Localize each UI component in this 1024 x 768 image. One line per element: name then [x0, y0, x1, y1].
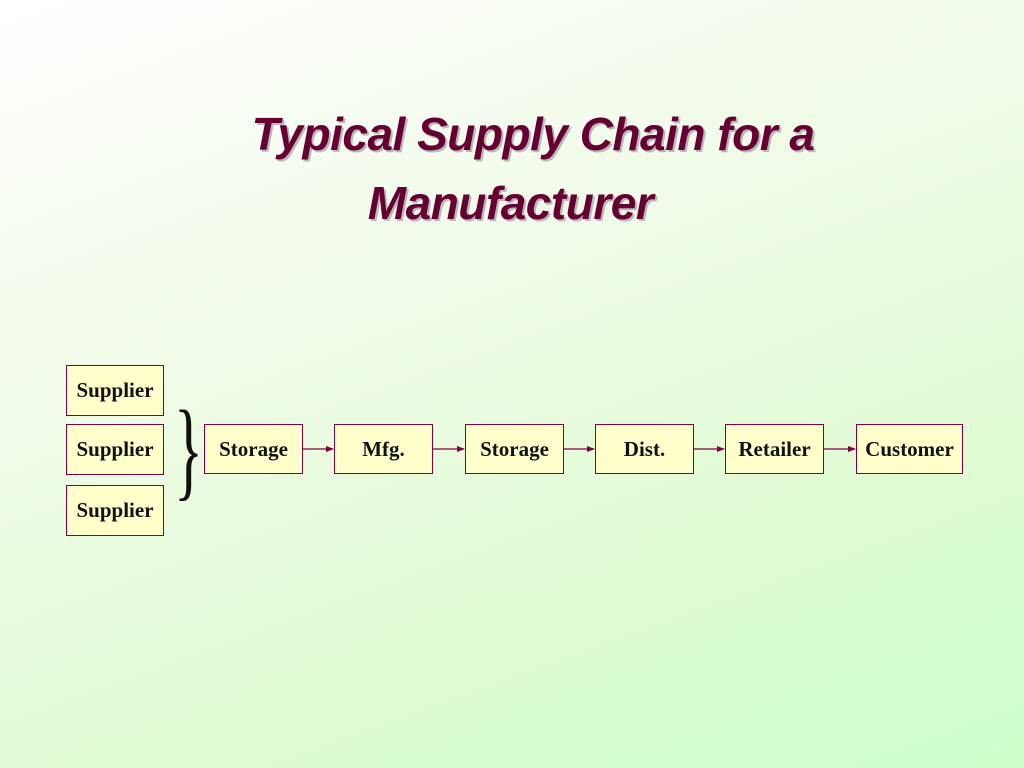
- storage-box-2: Storage: [465, 424, 564, 474]
- supplier-box-3: Supplier: [66, 485, 164, 536]
- supplier-box-1: Supplier: [66, 365, 164, 416]
- supplier-box-2: Supplier: [66, 424, 164, 475]
- retailer-box: Retailer: [725, 424, 824, 474]
- brace-connector: }: [174, 388, 204, 510]
- title-line-2: Manufacturer: [367, 177, 654, 229]
- customer-box: Customer: [856, 424, 963, 474]
- dist-box: Dist.: [595, 424, 694, 474]
- mfg-box: Mfg.: [334, 424, 433, 474]
- title-line-1: Typical Supply Chain for a: [251, 108, 815, 160]
- storage-box-1: Storage: [204, 424, 303, 474]
